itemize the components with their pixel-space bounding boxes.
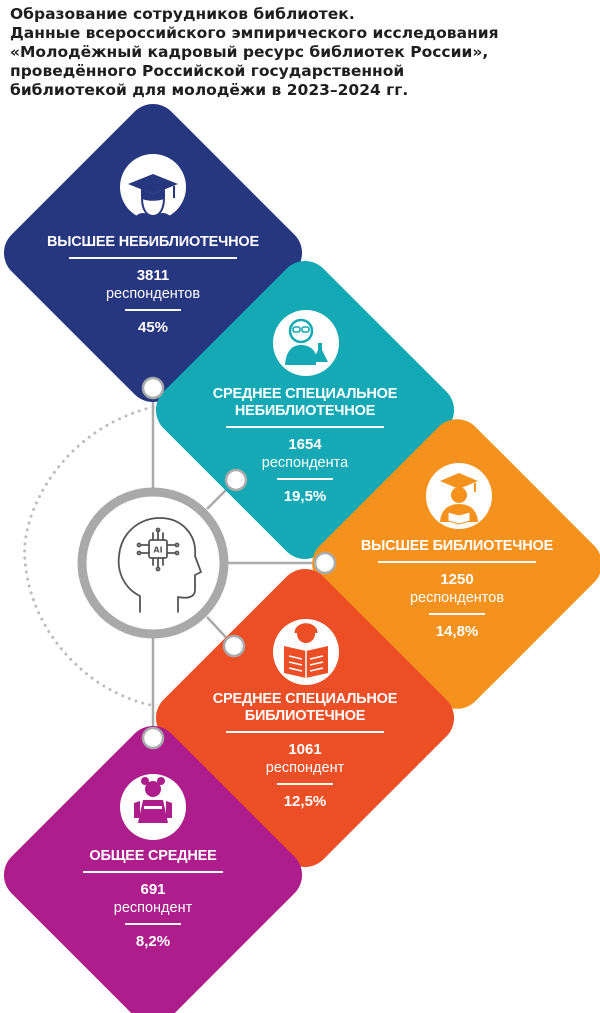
reader-book-icon xyxy=(284,623,328,678)
ai-chip-text: AI xyxy=(153,546,162,555)
card-general-secondary: ОБЩЕЕ СРЕДНЕЕ 691 респондент 8,2% xyxy=(53,848,253,951)
title-line: «Молодёжный кадровый ресурс библиотек Ро… xyxy=(10,43,489,61)
category-label: ВЫСШЕЕ БИБЛИОТЕЧНОЕ xyxy=(360,538,554,554)
category-label: СРЕДНЕЕ СПЕЦИАЛЬНОЕ xyxy=(212,691,398,707)
percent-value: 45% xyxy=(137,319,169,336)
scientist-flask-icon xyxy=(285,318,328,365)
title-line: Данные всероссийского эмпирического иссл… xyxy=(10,24,499,42)
title-line: библиотекой для молодёжи в 2023–2024 гг. xyxy=(10,81,409,99)
divider xyxy=(226,731,384,733)
page-title: Образование сотрудников библиотек. Данны… xyxy=(10,5,590,100)
ai-head-icon xyxy=(117,517,202,613)
divider xyxy=(378,561,536,563)
connector-nodes xyxy=(141,376,337,750)
respondent-unit: респондент xyxy=(265,760,345,776)
respondent-count: 1250 xyxy=(440,571,474,588)
divider xyxy=(125,923,181,925)
category-label: НЕБИБЛИОТЕЧНОЕ xyxy=(234,403,376,419)
divider xyxy=(226,426,384,428)
divider xyxy=(125,309,181,311)
category-label: ВЫСШЕЕ НЕБИБЛИОТЕЧНОЕ xyxy=(47,234,259,250)
connector-node xyxy=(224,468,248,492)
graduate-cap-icon xyxy=(128,174,178,220)
card-higher-non-library: ВЫСШЕЕ НЕБИБЛИОТЕЧНОЕ 3811 респондентов … xyxy=(43,234,263,337)
title-line: Образование сотрудников библиотек. xyxy=(10,5,355,23)
category-label: ОБЩЕЕ СРЕДНЕЕ xyxy=(89,848,217,864)
diamond-higher-non-library xyxy=(3,103,303,403)
connector-node xyxy=(222,634,246,658)
diamond-general-secondary xyxy=(3,725,303,1013)
title-line: проведённого Российской государственной xyxy=(10,62,405,80)
respondent-unit: респондент xyxy=(113,900,193,916)
diamond-higher-library xyxy=(312,419,600,709)
respondent-unit: респондентов xyxy=(105,286,201,302)
connector-node xyxy=(313,551,337,575)
divider xyxy=(69,257,237,259)
respondent-count: 1061 xyxy=(288,741,322,758)
connector-node xyxy=(141,726,165,750)
card-secondary-special-library: СРЕДНЕЕ СПЕЦИАЛЬНОЕ БИБЛИОТЕЧНОЕ 1061 ре… xyxy=(200,691,410,811)
dotted-arc xyxy=(23,405,155,707)
respondent-unit: респондентов xyxy=(409,590,505,606)
divider xyxy=(429,613,485,615)
respondent-count: 1654 xyxy=(288,436,322,453)
connector-node xyxy=(141,376,165,400)
card-secondary-special-non-library: СРЕДНЕЕ СПЕЦИАЛЬНОЕ НЕБИБЛИОТЕЧНОЕ 1654 … xyxy=(200,386,410,506)
percent-value: 19,5% xyxy=(283,488,327,505)
percent-value: 14,8% xyxy=(435,623,479,640)
category-label: СРЕДНЕЕ СПЕЦИАЛЬНОЕ xyxy=(212,386,398,402)
divider xyxy=(277,783,333,785)
card-higher-library: ВЫСШЕЕ БИБЛИОТЕЧНОЕ 1250 респондентов 14… xyxy=(352,538,562,641)
percent-value: 12,5% xyxy=(283,793,327,810)
category-label: БИБЛИОТЕЧНОЕ xyxy=(244,708,366,724)
respondent-count: 3811 xyxy=(136,267,170,284)
divider xyxy=(277,478,333,480)
graduate-reading-icon xyxy=(440,473,478,525)
divider xyxy=(83,871,223,873)
schoolgirl-icon xyxy=(134,777,172,823)
respondent-count: 691 xyxy=(140,881,166,898)
respondent-unit: респондента xyxy=(261,455,349,471)
percent-value: 8,2% xyxy=(135,933,171,950)
